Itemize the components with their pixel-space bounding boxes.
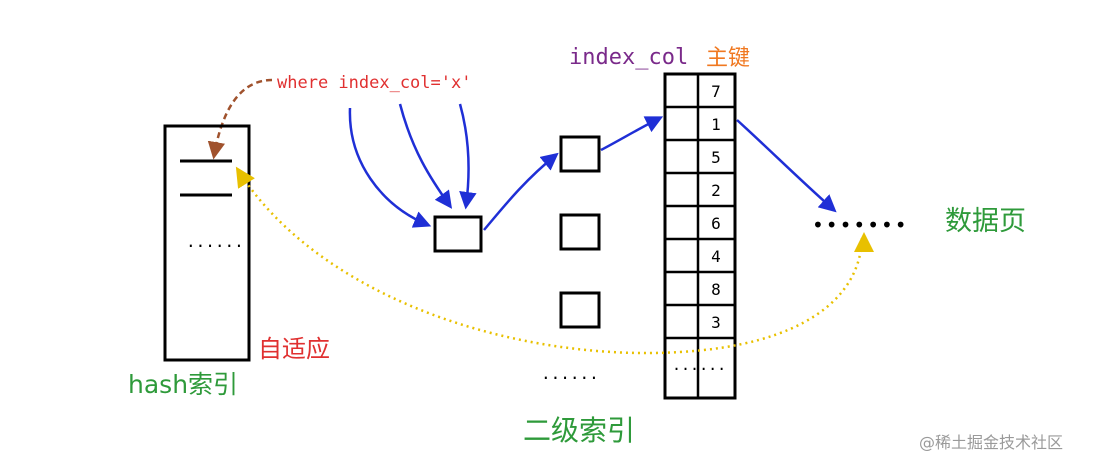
index-col-header: index_col — [569, 45, 688, 70]
data-pages-label: 数据页 — [945, 206, 1026, 237]
primary-key-value: 2 — [711, 181, 721, 200]
primary-key-value: 1 — [711, 115, 721, 134]
pk-to-data-arrow — [736, 119, 837, 213]
data-page-dots: ••••••• — [812, 213, 909, 237]
table-ellipsis: ...... — [672, 356, 726, 374]
primary-key-value: 5 — [711, 148, 721, 167]
adaptive-label: 自适应 — [258, 335, 330, 363]
node-to-table-arrow — [600, 116, 664, 152]
watermark: @稀土掘金技术社区 — [919, 433, 1063, 452]
secondary-node-1 — [559, 135, 601, 173]
index-table: 7 1 5 2 6 4 8 3 — [663, 72, 737, 400]
adaptive-hash-arrow — [235, 166, 864, 355]
query-arrow-1 — [348, 107, 432, 228]
primary-key-value: 4 — [711, 247, 721, 266]
primary-key-value: 3 — [711, 313, 721, 332]
query-arrow-3 — [458, 103, 477, 210]
primary-key-value: 8 — [711, 280, 721, 299]
hash-ellipsis: ...... — [186, 232, 244, 251]
query-label: where index_col='x' — [277, 73, 471, 93]
secondary-node-3 — [559, 291, 601, 329]
index-table-outline — [663, 72, 737, 400]
hash-index-box — [163, 124, 251, 362]
secondary-root-node — [433, 215, 483, 253]
hash-index-label: hash索引 — [128, 370, 238, 399]
root-to-node-arrow — [483, 152, 559, 231]
secondary-index-label: 二级索引 — [523, 414, 635, 447]
query-to-hash-arrow — [207, 78, 273, 160]
primary-key-value: 6 — [711, 214, 721, 233]
query-arrow-2 — [398, 103, 453, 209]
secondary-node-2 — [559, 213, 601, 251]
primary-key-value: 7 — [711, 82, 721, 101]
secondary-ellipsis: ...... — [541, 364, 599, 383]
primary-key-header: 主键 — [706, 46, 750, 71]
